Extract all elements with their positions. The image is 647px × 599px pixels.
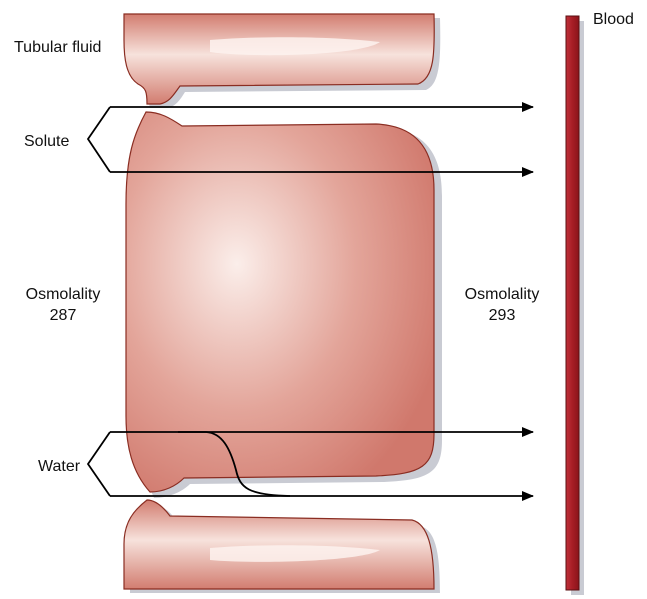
water-bracket <box>86 431 111 497</box>
water-membrane-curve <box>178 431 291 497</box>
bottom-cell <box>123 499 440 593</box>
top-cell-body <box>123 13 435 105</box>
top-cell <box>123 13 441 108</box>
central-cell-body <box>125 111 435 493</box>
right-osmolality-title: Osmolality <box>465 286 540 303</box>
tubular-fluid-label: Tubular fluid <box>14 39 101 56</box>
water-label: Water <box>38 458 81 475</box>
bottom-cell-body <box>123 499 435 590</box>
central-cell <box>125 111 442 498</box>
left-osmolality-title: Osmolality <box>26 286 101 303</box>
solute-pathways <box>86 102 534 177</box>
left-osmolality-value: 287 <box>50 307 77 324</box>
solute-bracket <box>86 106 111 173</box>
blood-label: Blood <box>593 11 634 28</box>
bottom-cell-highlight <box>210 545 380 562</box>
blood-vessel <box>565 15 584 595</box>
solute-label: Solute <box>24 133 69 150</box>
right-osmolality-value: 293 <box>489 307 516 324</box>
top-cell-highlight <box>210 37 380 56</box>
blood-vessel-wall <box>565 15 580 591</box>
water-pathways <box>86 427 534 501</box>
